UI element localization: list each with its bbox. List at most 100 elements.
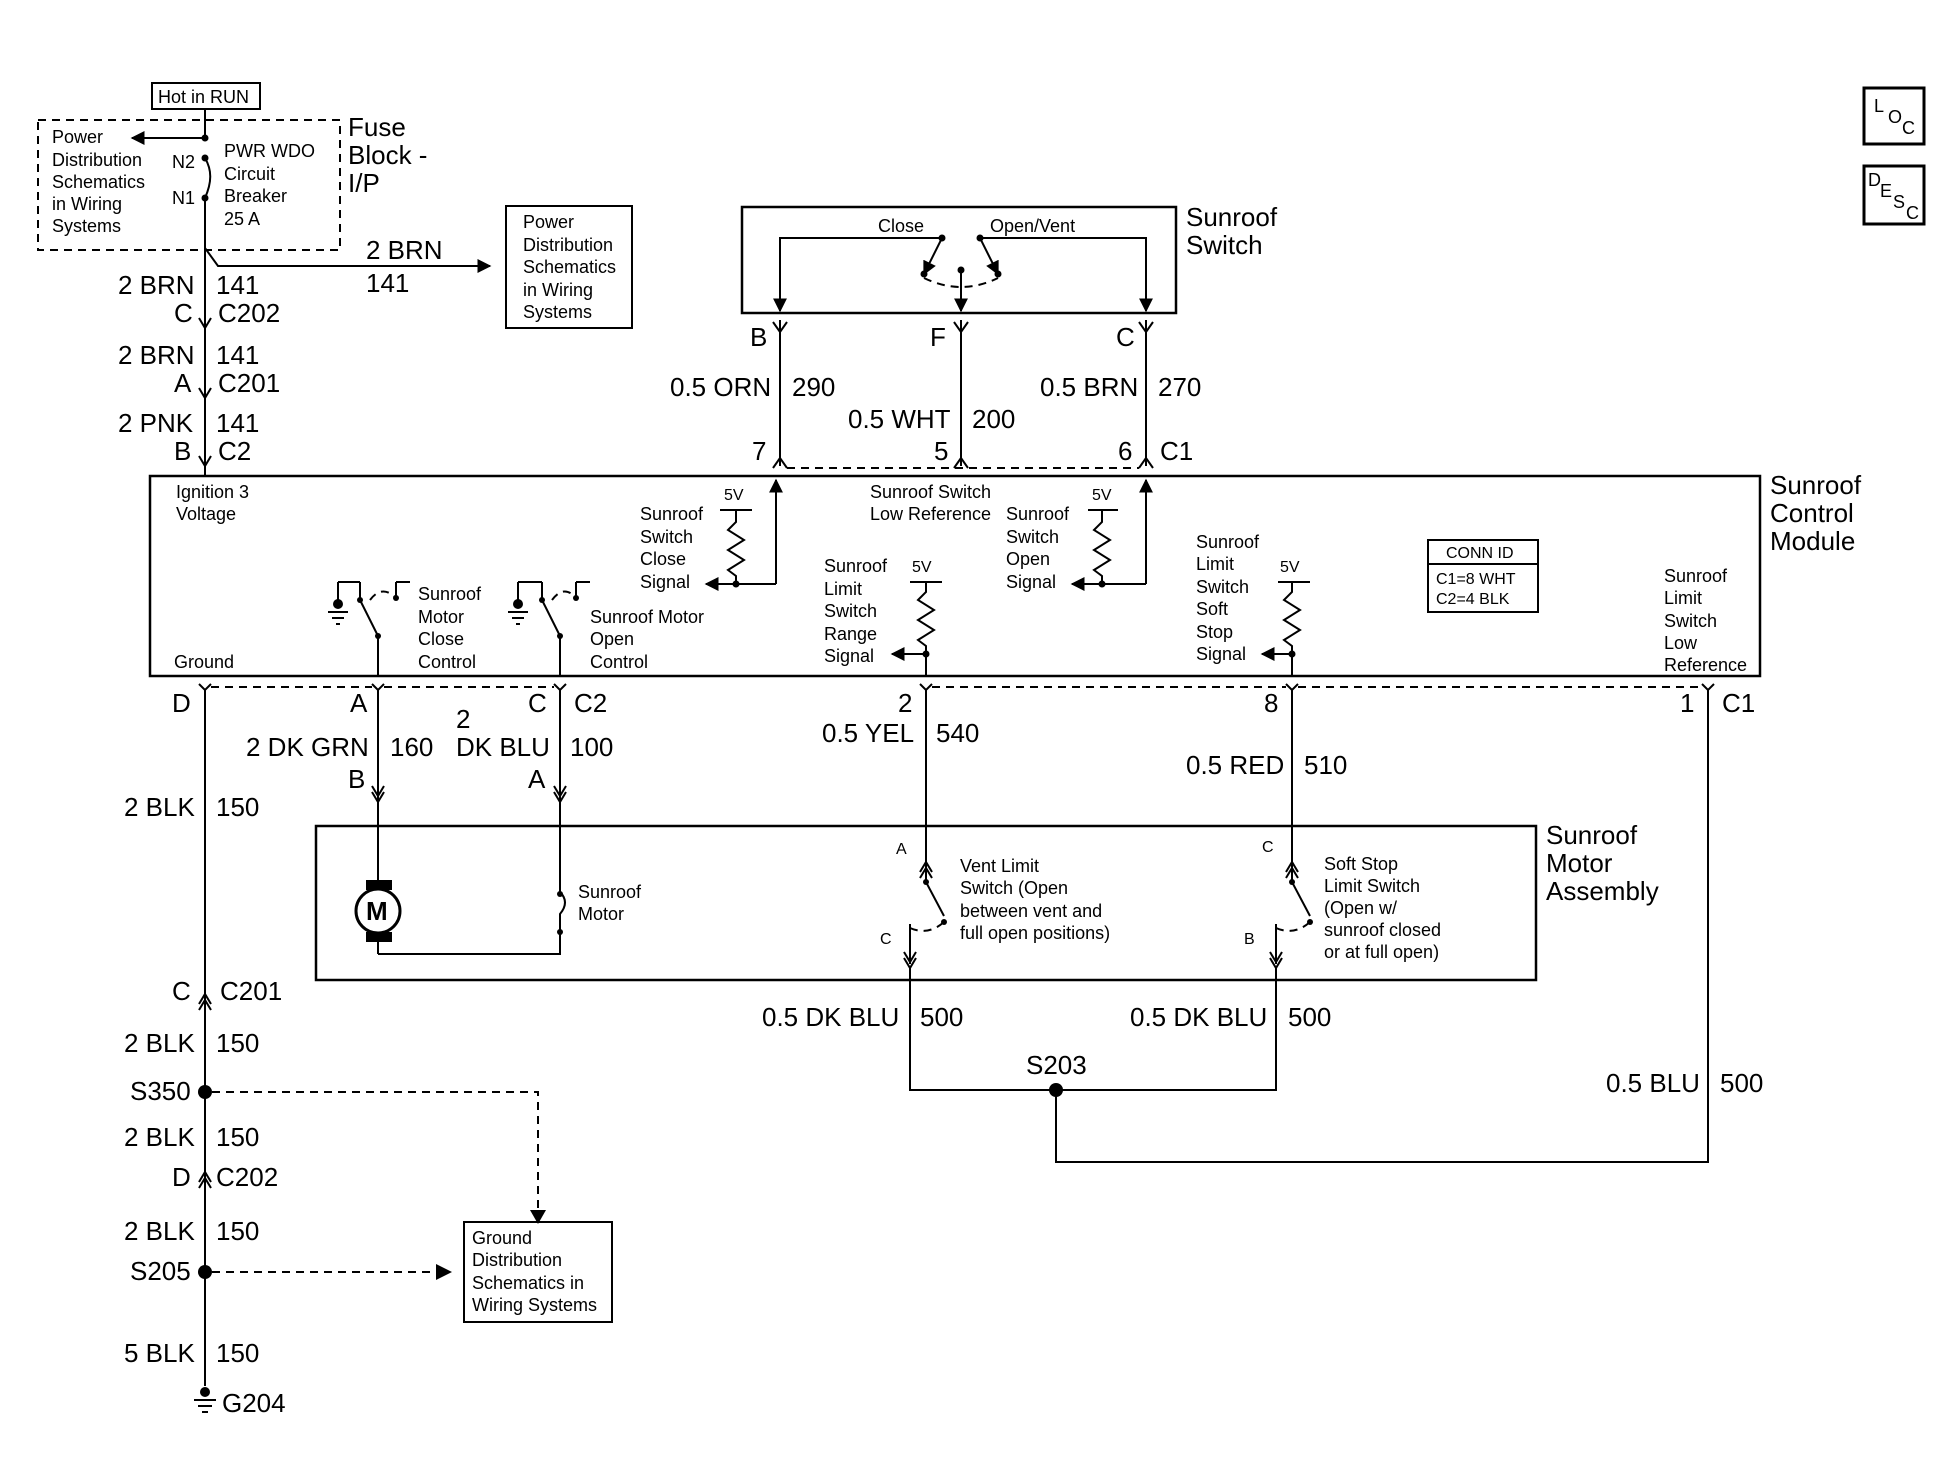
svg-text:Switch: Switch — [1006, 527, 1059, 547]
fuse-block-label: Fuse Block - I/P — [348, 112, 427, 198]
svg-text:Low Reference: Low Reference — [870, 504, 991, 524]
svg-text:500: 500 — [1720, 1068, 1763, 1098]
svg-text:Sunroof: Sunroof — [1546, 820, 1638, 850]
svg-text:S: S — [1893, 192, 1905, 212]
svg-text:N2: N2 — [172, 152, 195, 172]
svg-text:A: A — [350, 688, 368, 718]
svg-text:6: 6 — [1118, 436, 1132, 466]
svg-text:Sunroof: Sunroof — [824, 556, 888, 576]
svg-text:B: B — [348, 764, 365, 794]
svg-text:Switch (Open: Switch (Open — [960, 878, 1068, 898]
svg-text:Module: Module — [1770, 526, 1855, 556]
svg-text:500: 500 — [1288, 1002, 1331, 1032]
svg-text:141: 141 — [216, 408, 259, 438]
svg-text:0.5 WHT: 0.5 WHT — [848, 404, 951, 434]
svg-text:Close: Close — [878, 216, 924, 236]
svg-text:Motor: Motor — [578, 904, 624, 924]
svg-text:0.5 DK BLU: 0.5 DK BLU — [1130, 1002, 1267, 1032]
svg-text:F: F — [930, 322, 946, 352]
svg-text:in Wiring: in Wiring — [523, 280, 593, 300]
svg-text:Distribution: Distribution — [523, 235, 613, 255]
svg-text:A: A — [896, 841, 907, 858]
switch-circuits: B F C 0.5 ORN 290 0.5 WHT 200 0.5 BRN 27… — [670, 320, 1201, 469]
svg-text:Switch: Switch — [1664, 611, 1717, 631]
svg-text:Fuse: Fuse — [348, 112, 406, 142]
sunroof-motor-assembly: Sunroof Motor Assembly M Sunroof Motor — [314, 690, 1659, 982]
svg-text:Switch: Switch — [824, 601, 877, 621]
svg-text:C: C — [1116, 322, 1135, 352]
svg-text:Sunroof: Sunroof — [640, 504, 704, 524]
svg-text:5 BLK: 5 BLK — [124, 1338, 195, 1368]
svg-text:Wiring Systems: Wiring Systems — [472, 1295, 597, 1315]
svg-text:Motor: Motor — [418, 607, 464, 627]
svg-text:D: D — [172, 688, 191, 718]
svg-text:Limit: Limit — [1196, 554, 1234, 574]
svg-text:500: 500 — [920, 1002, 963, 1032]
svg-text:Motor: Motor — [1546, 848, 1613, 878]
wire-141-branch: 2 BRN 141 — [204, 198, 492, 298]
svg-text:5V: 5V — [1280, 559, 1300, 576]
svg-text:8: 8 — [1264, 688, 1278, 718]
svg-text:Ground: Ground — [472, 1228, 532, 1248]
svg-text:150: 150 — [216, 792, 259, 822]
svg-text:0.5 BLU: 0.5 BLU — [1606, 1068, 1700, 1098]
svg-text:Assembly: Assembly — [1546, 876, 1659, 906]
svg-text:270: 270 — [1158, 372, 1201, 402]
svg-text:Open: Open — [590, 629, 634, 649]
svg-text:B: B — [1244, 931, 1255, 948]
svg-text:Sunroof: Sunroof — [578, 882, 642, 902]
svg-text:C2: C2 — [218, 436, 251, 466]
svg-text:2 DK GRN: 2 DK GRN — [246, 732, 369, 762]
svg-text:Sunroof: Sunroof — [1186, 202, 1278, 232]
svg-text:2 BLK: 2 BLK — [124, 1122, 195, 1152]
svg-text:C: C — [528, 688, 547, 718]
svg-text:Ignition 3: Ignition 3 — [176, 482, 249, 502]
svg-text:150: 150 — [216, 1338, 259, 1368]
svg-text:2 PNK: 2 PNK — [118, 408, 194, 438]
svg-text:25 A: 25 A — [224, 209, 260, 229]
svg-text:Range: Range — [824, 624, 877, 644]
svg-text:sunroof closed: sunroof closed — [1324, 920, 1441, 940]
svg-text:B: B — [174, 436, 191, 466]
svg-text:Sunroof: Sunroof — [1770, 470, 1862, 500]
svg-text:Sunroof: Sunroof — [1006, 504, 1070, 524]
svg-text:141: 141 — [216, 270, 259, 300]
conn-id-table: CONN ID C1=8 WHT C2=4 BLK — [1427, 539, 1539, 613]
svg-text:200: 200 — [972, 404, 1015, 434]
svg-text:G204: G204 — [222, 1388, 286, 1418]
svg-text:2 BLK: 2 BLK — [124, 1216, 195, 1246]
svg-text:C202: C202 — [216, 1162, 278, 1192]
loc-icon[interactable]: L O C — [1862, 86, 1926, 146]
svg-text:Power: Power — [52, 127, 103, 147]
motor-open-control-relay: Sunroof Motor Open Control — [508, 581, 704, 676]
svg-text:Stop: Stop — [1196, 622, 1233, 642]
svg-text:I/P: I/P — [348, 168, 380, 198]
limit-low-ref-label: Sunroof Limit Switch Low Reference — [1664, 566, 1747, 675]
svg-text:C2=4 BLK: C2=4 BLK — [1436, 591, 1510, 608]
svg-text:2 BLK: 2 BLK — [124, 1028, 195, 1058]
svg-text:290: 290 — [792, 372, 835, 402]
desc-icon[interactable]: D E S C — [1862, 164, 1926, 226]
svg-text:Limit Switch: Limit Switch — [1324, 876, 1420, 896]
sunroof-switch: Sunroof Switch Close Open/Vent — [740, 202, 1278, 315]
svg-text:Signal: Signal — [1006, 572, 1056, 592]
svg-text:D: D — [1868, 170, 1881, 190]
scm-bottom-connectors: D A C C2 2 8 1 C1 — [172, 683, 1755, 718]
svg-text:C: C — [1262, 839, 1274, 856]
svg-text:(Open w/: (Open w/ — [1324, 898, 1397, 918]
svg-text:S205: S205 — [130, 1256, 191, 1286]
svg-text:Open/Vent: Open/Vent — [990, 216, 1075, 236]
svg-text:Sunroof Motor: Sunroof Motor — [590, 607, 704, 627]
svg-text:Schematics: Schematics — [52, 172, 145, 192]
low-reference-circuit-500: 0.5 DK BLU 500 0.5 DK BLU 500 S203 0.5 B… — [762, 690, 1763, 1163]
fuse-block-box — [37, 119, 341, 251]
svg-text:Switch: Switch — [1186, 230, 1263, 260]
svg-text:Open: Open — [1006, 549, 1050, 569]
svg-text:Low: Low — [1664, 633, 1698, 653]
svg-text:C1: C1 — [1160, 436, 1193, 466]
switch-open-signal: Sunroof Switch Open Signal 5V — [1006, 478, 1153, 592]
sunroof-motor-icon: M Sunroof Motor — [354, 880, 642, 955]
svg-text:Sunroof: Sunroof — [1664, 566, 1728, 586]
svg-text:Signal: Signal — [640, 572, 690, 592]
svg-text:B: B — [750, 322, 767, 352]
